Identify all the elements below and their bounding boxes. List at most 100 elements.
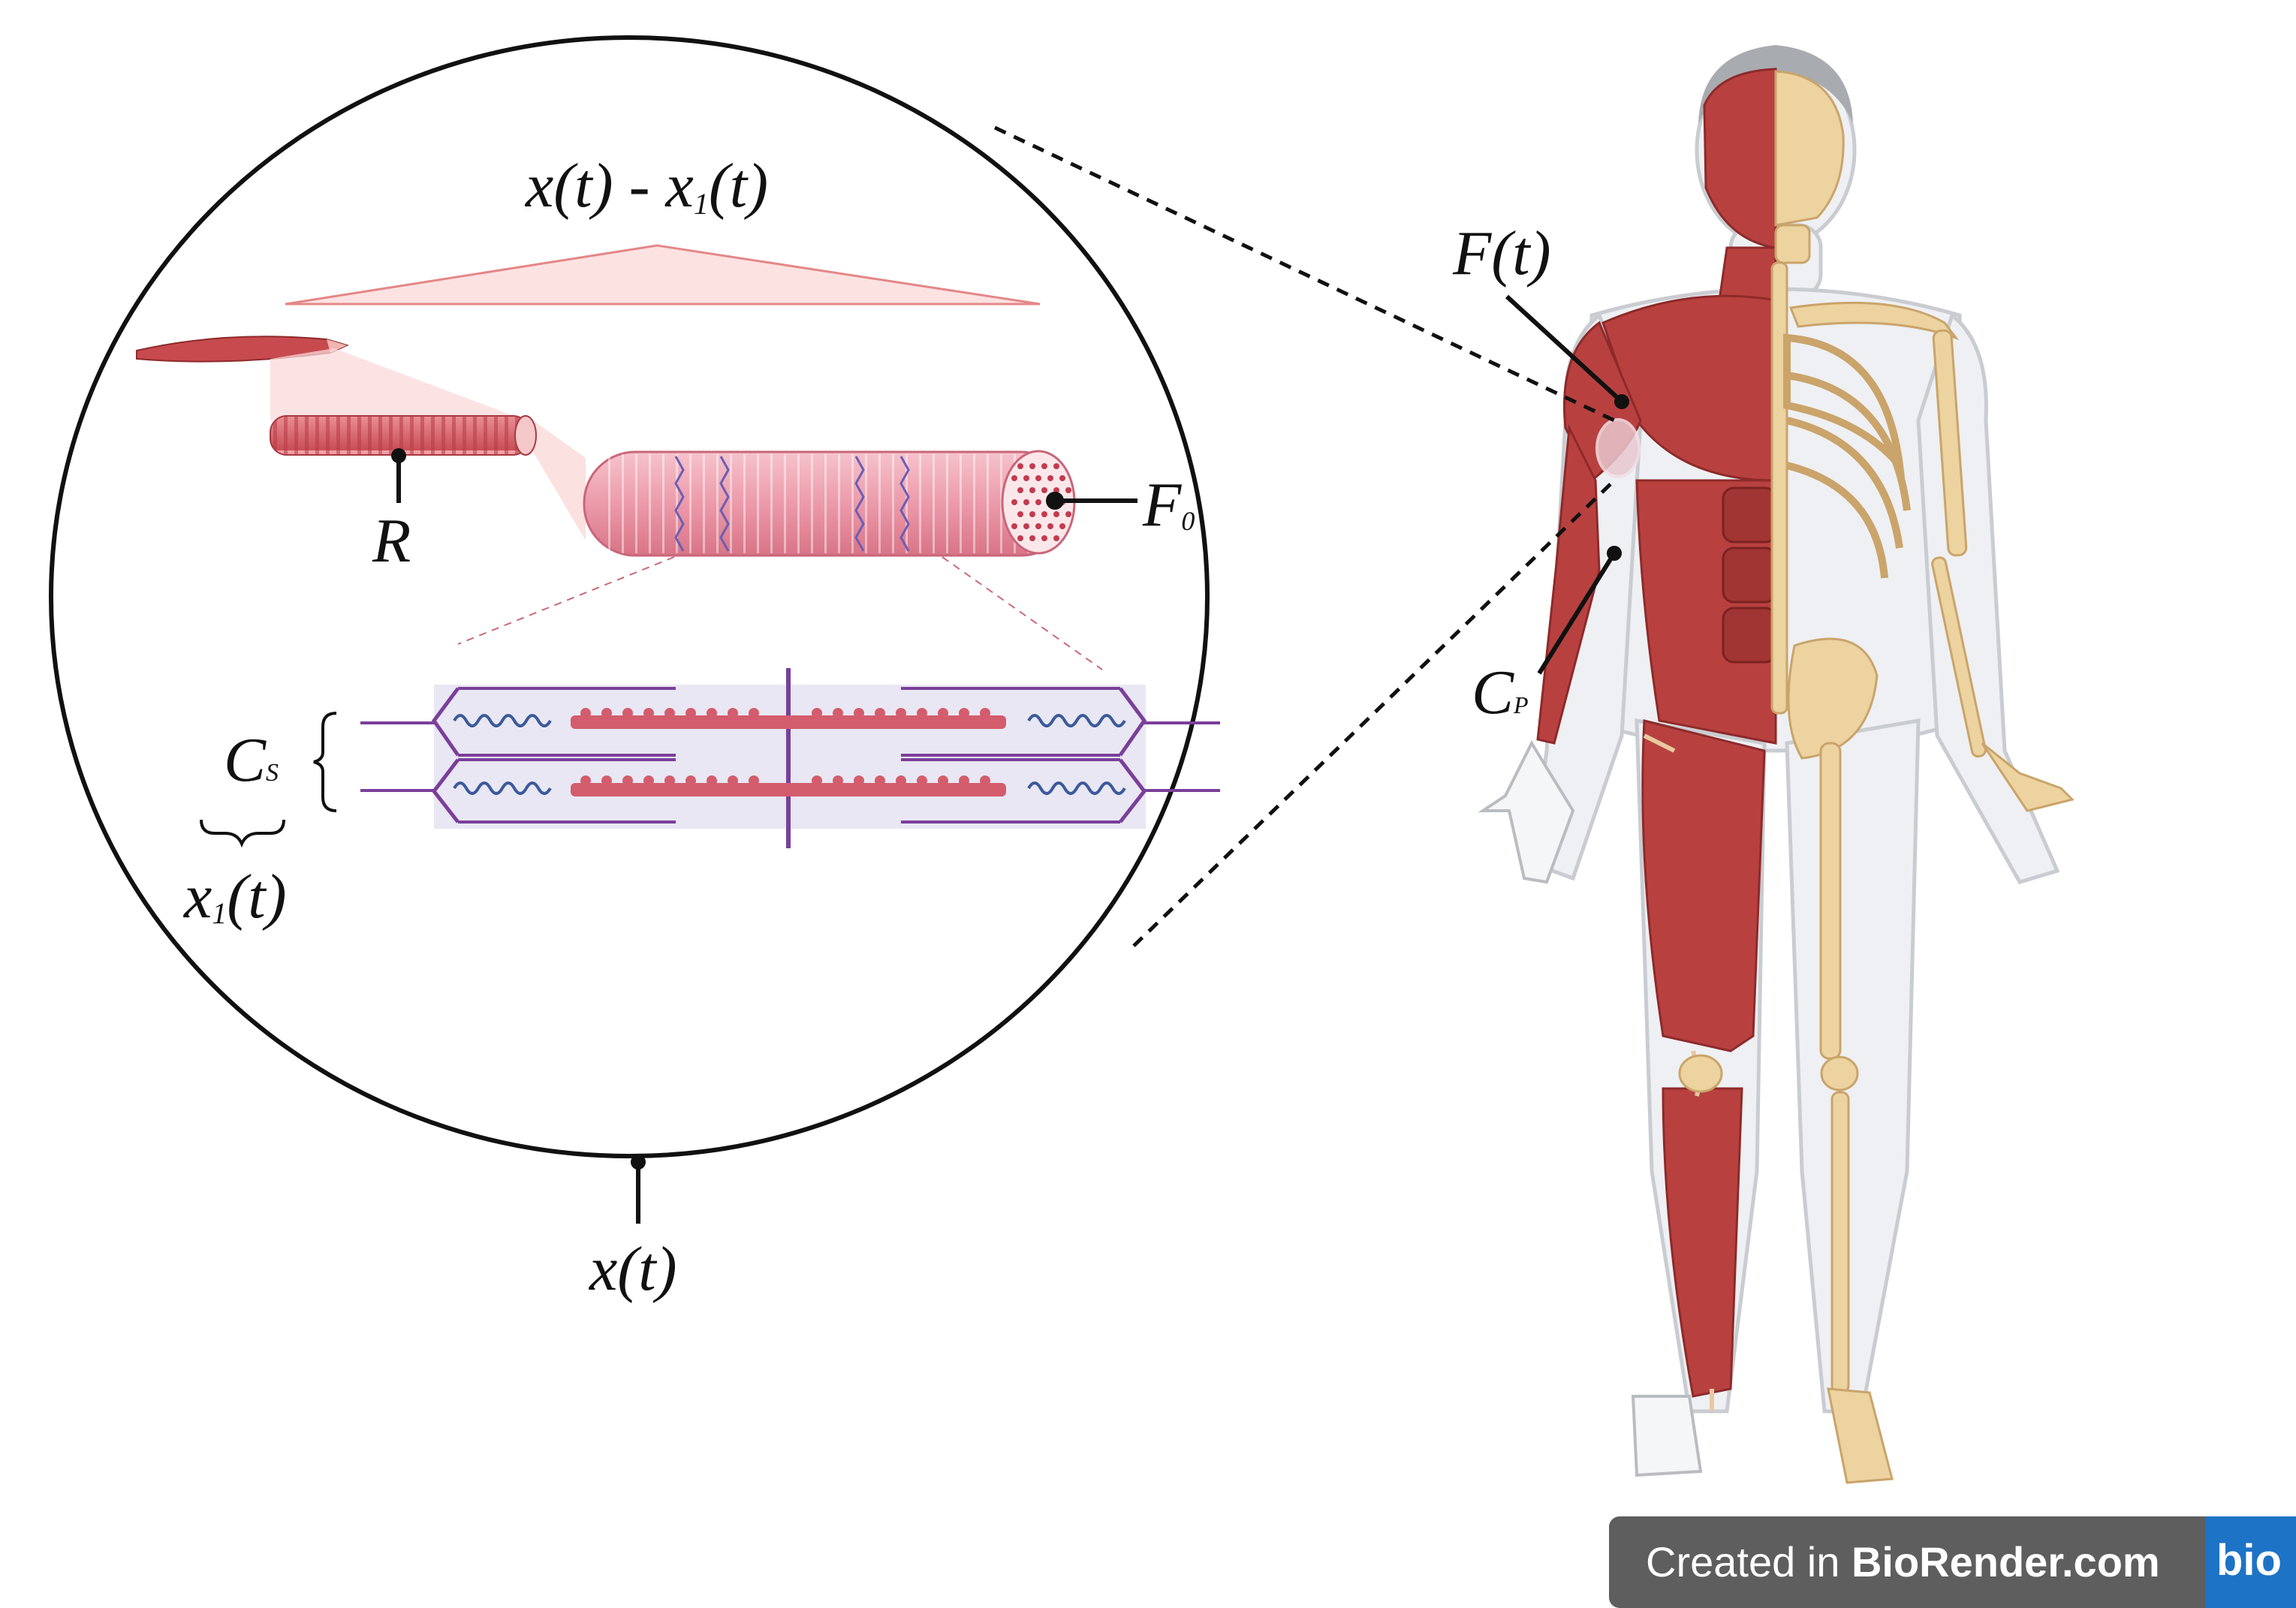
fiber-dot: [1029, 511, 1035, 517]
biorender-logo: bio: [2216, 1536, 2282, 1585]
fiber-dot: [1029, 463, 1035, 469]
abdominal-muscles: [1722, 486, 1777, 664]
patella: [1678, 1054, 1723, 1093]
myosin-head: [728, 708, 738, 718]
myosin-head: [707, 775, 717, 786]
myosin-head: [875, 775, 885, 786]
myosin-head: [580, 708, 591, 718]
fiber-dot: [1041, 511, 1047, 517]
actin-filaments: [458, 687, 1120, 824]
label-Cp: CP: [1472, 658, 1529, 727]
fiber-dot: [1035, 523, 1041, 529]
label-Cs: CS: [224, 725, 279, 795]
myosin-filaments: [571, 715, 1006, 796]
cp-pointer: [1537, 552, 1617, 675]
myosin-head: [749, 708, 759, 718]
outer-filaments: [360, 721, 1220, 792]
biorender-badge: Created in BioRender.com bio: [1609, 1516, 2296, 1608]
xt-pointer-dot: [631, 1155, 646, 1170]
fiber-dot: [1041, 463, 1047, 469]
fiber-dot: [1029, 487, 1035, 493]
tension-triangle: [285, 244, 1041, 306]
myosin-head: [959, 708, 969, 718]
myosin-head: [896, 775, 906, 786]
titin-springs-right: [1027, 714, 1126, 795]
sarcomere: [360, 668, 1220, 848]
fiber-dot: [1017, 511, 1023, 517]
fiber-dot: [1011, 475, 1017, 481]
myosin-head: [833, 708, 843, 718]
zoom-lines: [993, 125, 1616, 947]
myosin-head: [917, 775, 927, 786]
label-Ft: F(t): [1452, 218, 1551, 288]
cs-curly-brace: [313, 712, 337, 812]
myosin-head: [896, 708, 906, 718]
myosin-head: [601, 775, 612, 786]
myosin-head: [580, 775, 591, 786]
myosin-head: [959, 775, 969, 786]
fiber-dot: [1017, 487, 1023, 493]
hair: [1698, 45, 1853, 124]
fiber-dot: [1059, 475, 1065, 481]
fiber-dot: [1059, 523, 1065, 529]
myosin-head: [812, 708, 822, 718]
myosin-head: [980, 708, 990, 718]
human-body-figure: [1478, 45, 2075, 1484]
label-x1: x1(t): [182, 862, 287, 932]
sarcomere-zoom-lines: [457, 556, 1103, 670]
skeleton-half: [1770, 70, 2075, 1484]
fiber-dot: [1023, 475, 1029, 481]
biceps-highlight: [1595, 418, 1641, 478]
fiber-dot: [1047, 475, 1053, 481]
ft-pointer-dot: [1614, 394, 1629, 409]
fiber-dot: [1035, 475, 1041, 481]
fiber-dot: [1011, 523, 1017, 529]
label-R: R: [372, 506, 411, 576]
x1-underbrace: [200, 819, 285, 848]
myosin-heads: [580, 708, 990, 786]
fiber-dot: [1023, 523, 1029, 529]
muscle-half: [1536, 68, 1777, 1398]
cp-pointer-dot: [1607, 546, 1622, 561]
fiber-dot: [1041, 487, 1047, 493]
label-F0: F0: [1142, 470, 1195, 540]
fiber-dot: [1053, 511, 1059, 517]
fascicle-bundle: [270, 415, 537, 456]
myosin-head: [643, 775, 654, 786]
fiber-dot: [1023, 499, 1029, 505]
badge-text: Created in BioRender.com: [1646, 1538, 2160, 1585]
fiber-dot: [1035, 499, 1041, 505]
fiber-dot: [1053, 535, 1059, 541]
myosin-head: [664, 775, 675, 786]
myosin-head: [685, 775, 696, 786]
myosin-head: [707, 708, 717, 718]
myosin-head: [664, 708, 675, 718]
fiber-dot: [1065, 487, 1071, 493]
myosin-head: [875, 708, 885, 718]
fiber-dot: [1053, 463, 1059, 469]
f0-pointer-dot: [1046, 492, 1064, 510]
myosin-head: [749, 775, 759, 786]
fiber-dot: [1065, 511, 1071, 517]
myosin-head: [622, 775, 633, 786]
myosin-head: [938, 775, 948, 786]
zoom-circle: [49, 35, 1210, 1158]
ft-pointer: [1505, 294, 1624, 404]
hands-feet: [1478, 739, 1703, 1477]
myosin-head: [685, 708, 696, 718]
myosin-head: [917, 708, 927, 718]
fiber-dot: [1041, 535, 1047, 541]
fiber-dot: [1029, 535, 1035, 541]
myosin-head: [622, 708, 633, 718]
label-x-minus-x1: x(t) - x1(t): [524, 151, 768, 221]
myosin-head: [601, 708, 612, 718]
myosin-head: [980, 775, 990, 786]
fiber-dot: [1011, 499, 1017, 505]
myosin-head: [854, 708, 864, 718]
label-xt: x(t): [588, 1234, 677, 1304]
myosin-head: [938, 708, 948, 718]
fiber-dot: [1017, 535, 1023, 541]
myosin-head: [812, 775, 822, 786]
fiber-dot: [1017, 463, 1023, 469]
